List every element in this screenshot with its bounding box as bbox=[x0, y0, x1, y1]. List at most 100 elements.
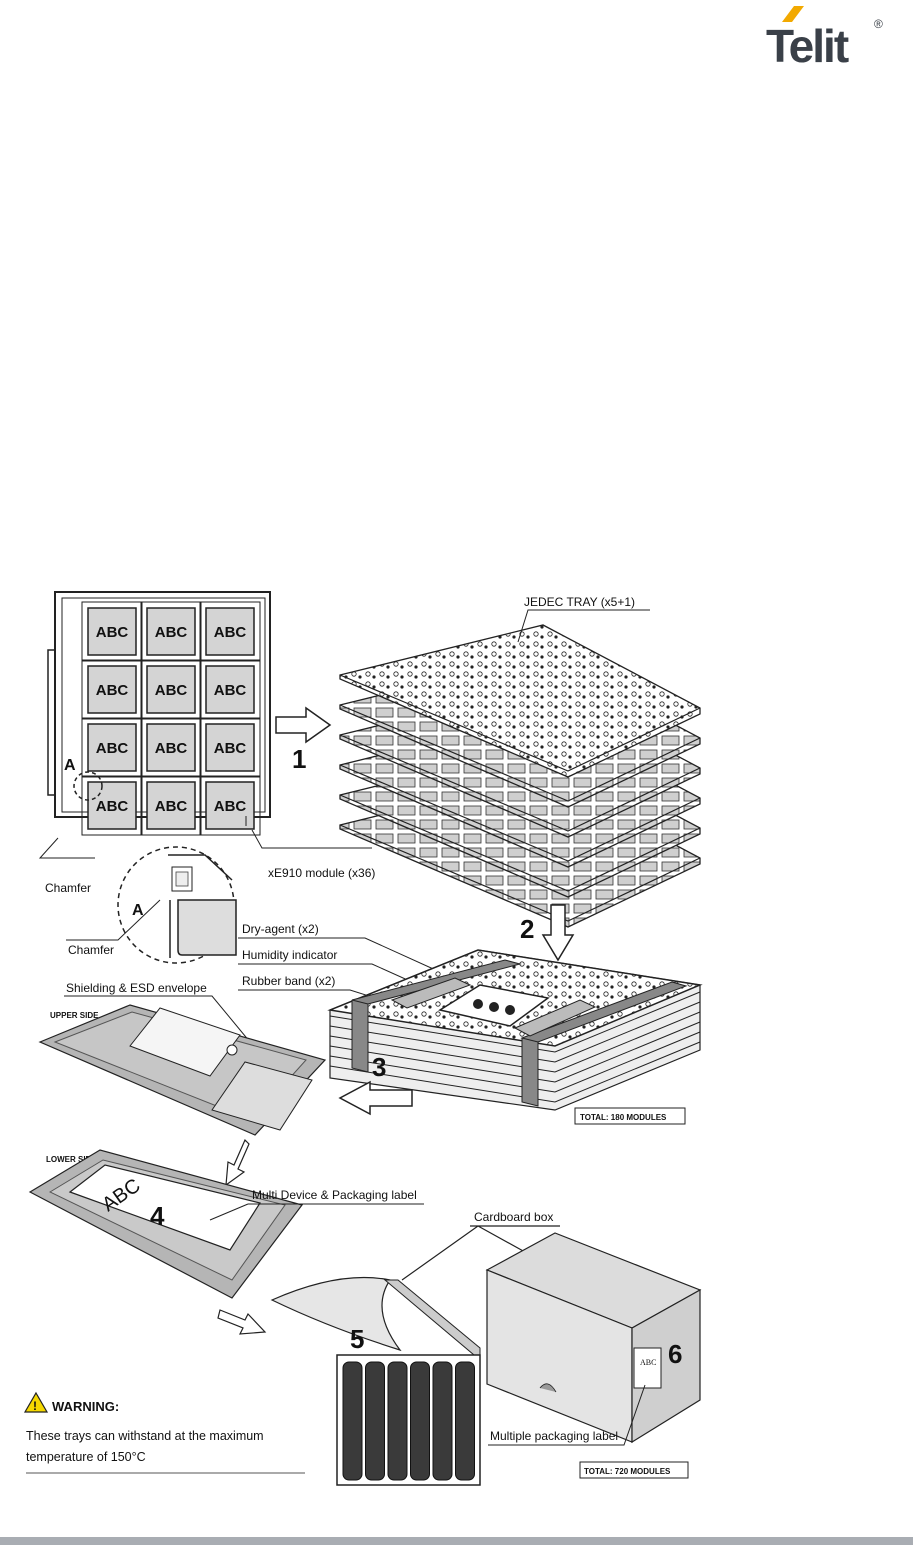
lower-side-label: LOWER SIDE bbox=[46, 1155, 97, 1164]
chamfer-detail-label: Chamfer bbox=[68, 943, 114, 957]
module-label: ABC bbox=[96, 682, 129, 699]
module-pocket bbox=[81, 659, 143, 720]
chamfer-leader bbox=[38, 837, 95, 859]
module-count-leader bbox=[251, 829, 372, 849]
module-cell bbox=[205, 723, 255, 772]
rubber-band-left bbox=[351, 959, 522, 1073]
step-6-number: 6 bbox=[668, 1339, 682, 1369]
step-4-number: 4 bbox=[150, 1201, 165, 1231]
jedec-tray-top-cover bbox=[339, 624, 701, 778]
module-label: ABC bbox=[214, 740, 247, 757]
module-pocket bbox=[81, 717, 143, 778]
module-cell bbox=[146, 665, 196, 714]
logo-text: Telit bbox=[766, 20, 849, 68]
module-pocket bbox=[81, 601, 143, 662]
warning-block: ! WARNING: These trays can withstand at … bbox=[23, 1391, 305, 1474]
warning-icon-mark: ! bbox=[33, 1399, 37, 1413]
module-pocket bbox=[199, 775, 261, 836]
logo-accent-mark bbox=[782, 6, 804, 22]
total-180-box bbox=[574, 1107, 686, 1125]
closed-cardboard-box: ABC 6 bbox=[485, 1232, 702, 1444]
shielding-envelope-lower: ABC 4 bbox=[28, 1149, 304, 1299]
humidity-dot-2 bbox=[489, 1002, 499, 1012]
box-tray-bundle bbox=[387, 1361, 408, 1481]
module-label: ABC bbox=[155, 740, 188, 757]
module-cell bbox=[205, 665, 255, 714]
step-5-number: 5 bbox=[350, 1324, 364, 1354]
module-cell bbox=[146, 723, 196, 772]
warning-title: WARNING: bbox=[52, 1399, 119, 1414]
detail-circle-a bbox=[73, 771, 103, 801]
step-2-number: 2 bbox=[520, 914, 534, 944]
open-cardboard-box: 5 bbox=[270, 1276, 481, 1486]
tray-edge bbox=[339, 764, 701, 862]
step-1-arrow bbox=[275, 706, 332, 744]
step-3-number: 3 bbox=[372, 1052, 386, 1082]
module-pocket bbox=[199, 717, 261, 778]
total-180-label: TOTAL: 180 MODULES bbox=[580, 1113, 667, 1122]
total-720-label: TOTAL: 720 MODULES bbox=[584, 1467, 671, 1476]
jedec-tray-leader bbox=[517, 609, 650, 643]
box-label-abc: ABC bbox=[640, 1358, 656, 1367]
jedec-tray-stack bbox=[339, 624, 701, 928]
detail-marker-a: A bbox=[64, 757, 76, 774]
warning-line-1: These trays can withstand at the maximum bbox=[26, 1429, 264, 1443]
dry-agent-pack-left bbox=[390, 977, 472, 1009]
step-2-arrow bbox=[541, 904, 575, 962]
dry-agent-pack-right bbox=[513, 999, 597, 1037]
tray-edge bbox=[339, 824, 701, 922]
envelope-leader bbox=[64, 995, 251, 1043]
bundle-layers bbox=[329, 991, 701, 1103]
module-cell bbox=[87, 665, 137, 714]
envelope-info-sticker bbox=[129, 1007, 241, 1077]
module-pocket bbox=[140, 601, 202, 662]
humidity-dot-1 bbox=[473, 999, 483, 1009]
cardboard-box-leader bbox=[401, 1225, 560, 1281]
module-label: ABC bbox=[214, 682, 247, 699]
esd-warning-icon bbox=[226, 1044, 238, 1056]
cardboard-box-label: Cardboard box bbox=[474, 1210, 553, 1224]
logo-registered-mark: ® bbox=[874, 17, 883, 31]
jedec-tray-label: JEDEC TRAY (x5+1) bbox=[524, 595, 635, 609]
rubber-band-label: Rubber band (x2) bbox=[242, 974, 335, 988]
module-label: ABC bbox=[96, 624, 129, 641]
tray-edge bbox=[339, 734, 701, 832]
rubber-band-right bbox=[520, 981, 688, 1107]
dry-agent-leader bbox=[238, 937, 441, 973]
module-cell bbox=[87, 607, 137, 656]
footer-bar bbox=[0, 1537, 913, 1545]
multi-device-label: Multi Device & Packaging label bbox=[252, 1188, 417, 1202]
module-label: ABC bbox=[155, 682, 188, 699]
dry-agent-label: Dry-agent (x2) bbox=[242, 922, 319, 936]
module-cell bbox=[146, 607, 196, 656]
step-3-arrow bbox=[338, 1080, 413, 1116]
tray-edge bbox=[339, 674, 701, 772]
module-pocket bbox=[140, 775, 202, 836]
box-flap bbox=[270, 1276, 402, 1352]
module-label: ABC bbox=[96, 798, 129, 815]
warning-icon bbox=[23, 1391, 49, 1413]
chamfer-detail-leader bbox=[66, 899, 161, 941]
module-cell bbox=[146, 781, 196, 830]
multi-device-leader bbox=[209, 1203, 424, 1221]
shielding-envelope-upper bbox=[38, 1004, 327, 1136]
step-5-arrow bbox=[217, 1309, 267, 1335]
box-tray-bundles bbox=[342, 1361, 475, 1481]
box-tray-bundle bbox=[410, 1361, 430, 1481]
module-count-label: xE910 module (x36) bbox=[268, 866, 375, 880]
box-tray-bundle bbox=[455, 1361, 475, 1481]
module-label: ABC bbox=[96, 740, 129, 757]
chamfer-detail-view: A bbox=[117, 846, 237, 964]
total-720-box bbox=[579, 1461, 689, 1479]
warning-line-2: temperature of 150°C bbox=[26, 1450, 146, 1464]
module-cell bbox=[87, 723, 137, 772]
box-tray-bundle bbox=[432, 1361, 453, 1481]
module-pocket bbox=[140, 717, 202, 778]
envelope-label: Shielding & ESD envelope bbox=[66, 981, 207, 995]
step-4-arrow bbox=[225, 1138, 250, 1187]
module-cell bbox=[87, 781, 137, 830]
tray-bundle bbox=[327, 949, 703, 1111]
